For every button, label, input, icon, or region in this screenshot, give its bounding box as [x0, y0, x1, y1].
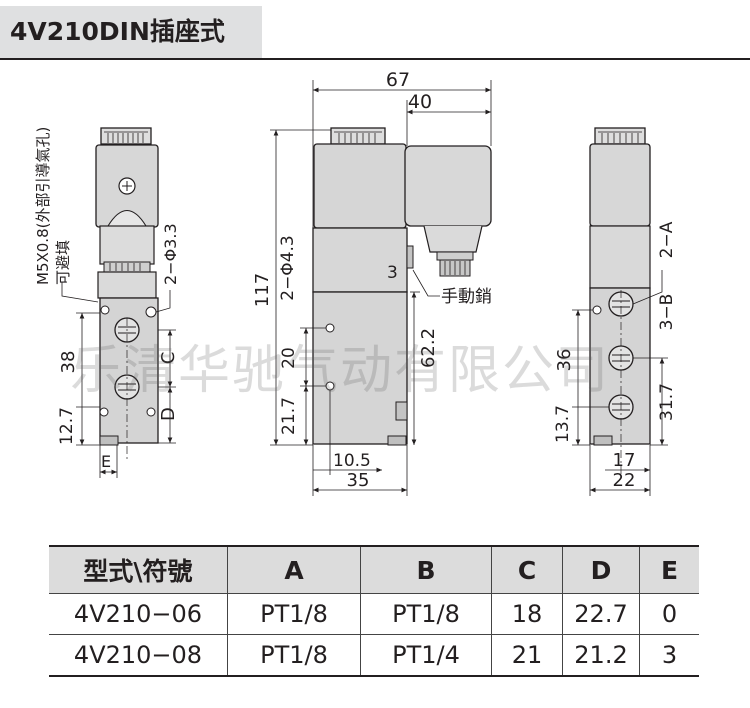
title-divider — [0, 58, 750, 60]
cell-d: 21.2 — [562, 634, 640, 677]
page-title: 4V210DIN插座式 — [0, 6, 262, 58]
dim-21-7: 21.7 — [279, 397, 299, 435]
header-a: A — [227, 545, 361, 594]
cell-e: 0 — [639, 593, 699, 635]
dim-22: 22 — [613, 470, 636, 491]
dim-117: 117 — [252, 273, 273, 307]
cell-c: 21 — [491, 634, 563, 677]
center-view: 67 40 117 2−Φ4.3 20 21.7 62.2 3 手動銷 10.5… — [252, 69, 492, 496]
dim-12-7: 12.7 — [57, 407, 77, 445]
header-b: B — [360, 545, 492, 594]
table-row: 4V210−06 PT1/8 PT1/8 18 22.7 0 — [49, 593, 699, 635]
dim-d: D — [158, 407, 179, 421]
cell-b: PT1/8 — [360, 593, 492, 635]
cell-model: 4V210−08 — [49, 634, 228, 677]
dim-40: 40 — [408, 91, 432, 113]
cell-a: PT1/8 — [227, 634, 361, 677]
header-model: 型式\符號 — [49, 545, 228, 594]
dim-36: 36 — [554, 349, 575, 372]
dim-13-7: 13.7 — [553, 405, 573, 443]
dim-62-2: 62.2 — [418, 328, 439, 368]
header-c: C — [491, 545, 563, 594]
cell-model: 4V210−06 — [49, 593, 228, 635]
cell-a: PT1/8 — [227, 593, 361, 635]
cell-e: 3 — [639, 634, 699, 677]
dim-35: 35 — [347, 470, 370, 491]
port-3b-label: 3−B — [657, 294, 677, 331]
dim-17: 17 — [613, 450, 636, 471]
left-view: 38 12.7 C D E M5X0.8(外部引導氣孔) 可避填 2−Φ3.3 — [34, 127, 180, 478]
manual-pin-label: 手動銷 — [441, 287, 492, 307]
technical-drawing: 38 12.7 C D E M5X0.8(外部引導氣孔) 可避填 2−Φ3.3 — [34, 69, 677, 496]
watermark: 乐清华驰气动有限公司 — [70, 341, 611, 401]
dim-e: E — [101, 452, 111, 471]
dim-c: C — [158, 352, 179, 365]
dim-20: 20 — [279, 347, 299, 369]
dim-10-5: 10.5 — [333, 451, 371, 471]
cell-c: 18 — [491, 593, 563, 635]
header-e: E — [639, 545, 699, 594]
hole-4-3-label: 2−Φ4.3 — [278, 235, 298, 300]
table-row: 4V210−08 PT1/8 PT1/4 21 21.2 3 — [49, 634, 699, 677]
avoid-label: 可避填 — [54, 240, 72, 285]
dim-3: 3 — [387, 263, 398, 283]
dim-31-7: 31.7 — [657, 383, 677, 421]
spec-table: 型式\符號 A B C D E 4V210−06 PT1/8 PT1/8 18 … — [49, 545, 699, 677]
hole-3-3-label: 2−Φ3.3 — [161, 223, 180, 285]
right-view: 36 13.7 31.7 2−A 3−B 17 22 — [553, 127, 677, 496]
dim-38: 38 — [58, 351, 79, 374]
cell-b: PT1/4 — [360, 634, 492, 677]
dim-67: 67 — [386, 69, 410, 91]
header-d: D — [562, 545, 640, 594]
port-2a-label: 2−A — [657, 221, 677, 258]
cell-d: 22.7 — [562, 593, 640, 635]
m5-hole-label: M5X0.8(外部引導氣孔) — [34, 127, 52, 285]
table-header-row: 型式\符號 A B C D E — [49, 545, 699, 594]
